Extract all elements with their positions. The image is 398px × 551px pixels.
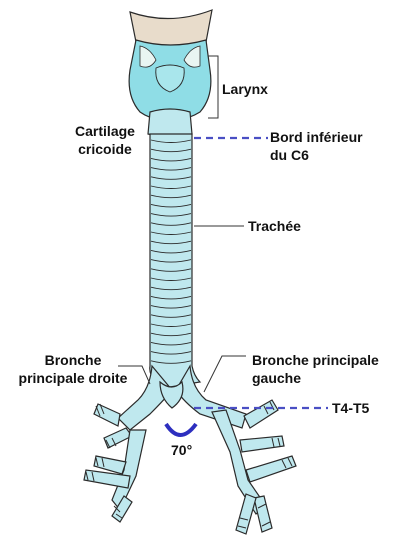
bord-line-1: Bord inférieur — [270, 128, 363, 146]
cartilage-line-1: Cartilage — [50, 122, 160, 140]
t4-t5-label: T4-T5 — [332, 399, 369, 417]
cartilage-cricoide-label: Cartilage cricoide — [50, 122, 160, 158]
bord-inferieur-label: Bord inférieur du C6 — [270, 128, 363, 164]
larynx-structure — [129, 10, 212, 137]
carina-angle-arc — [166, 424, 196, 435]
bronche-droite-line-2: principale droite — [4, 369, 142, 387]
bronche-gauche-label: Bronche principale gauche — [252, 351, 379, 387]
trachea-tube — [150, 134, 200, 388]
bronche-gauche-leader — [204, 356, 246, 392]
left-main-bronchus — [176, 366, 246, 428]
left-upper-lobe-bronchus — [244, 400, 278, 428]
epiglottis — [130, 10, 212, 46]
cartilage-line-2: cricoide — [50, 140, 160, 158]
right-upper-lobe-bronchus — [94, 404, 120, 426]
bronche-droite-label: Bronche principale droite — [4, 351, 142, 387]
trachee-label: Trachée — [248, 217, 301, 235]
angle-label: 70° — [171, 441, 192, 459]
bronche-gauche-line-1: Bronche principale — [252, 351, 379, 369]
bronche-droite-line-1: Bronche — [4, 351, 142, 369]
larynx-label: Larynx — [222, 80, 268, 98]
left-lower-branch-a — [240, 436, 284, 452]
bronche-gauche-line-2: gauche — [252, 369, 379, 387]
bord-line-2: du C6 — [270, 146, 363, 164]
